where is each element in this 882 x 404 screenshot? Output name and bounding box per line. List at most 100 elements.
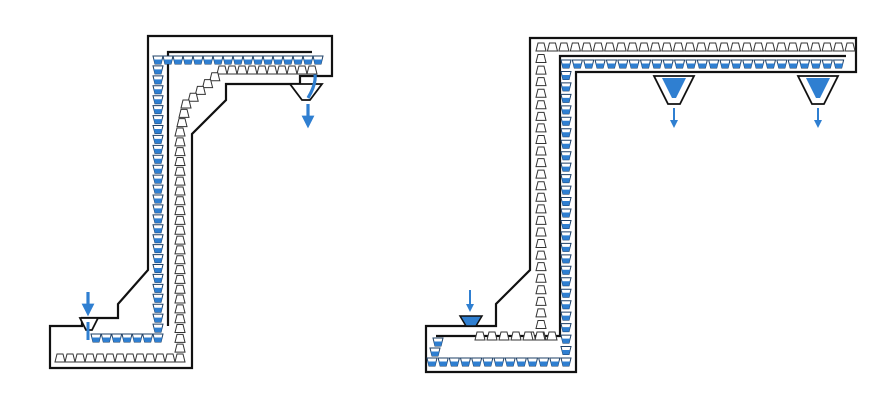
bucket-full <box>242 55 254 65</box>
bucket-empty <box>174 186 186 196</box>
bucket-full <box>172 55 184 65</box>
bucket-full <box>152 105 164 115</box>
bucket-empty <box>124 353 136 363</box>
bucket-full <box>152 303 164 313</box>
bucket-empty <box>174 206 186 216</box>
bucket-full <box>560 185 572 195</box>
bucket-empty <box>821 42 833 52</box>
bucket-empty <box>546 42 559 52</box>
bucket-full <box>152 224 164 234</box>
bucket-empty <box>718 42 730 52</box>
bucket-empty <box>535 273 547 283</box>
bucket-empty <box>201 79 214 89</box>
bucket-full <box>100 333 112 343</box>
bucket-full <box>90 333 102 343</box>
bucket-empty <box>134 353 146 363</box>
bucket-full <box>560 174 572 184</box>
bucket-full <box>571 59 584 69</box>
bucket-empty <box>174 147 186 157</box>
bucket-full <box>152 323 164 333</box>
bucket-empty <box>174 255 186 265</box>
bucket-full <box>560 300 572 310</box>
bucket-empty <box>535 296 547 306</box>
elevator-left-casing <box>48 34 334 370</box>
bucket-full <box>152 144 164 154</box>
bucket-full <box>560 288 572 298</box>
bucket-empty <box>174 235 186 245</box>
bucket-empty <box>752 42 765 52</box>
bucket-empty <box>581 42 593 52</box>
bucket-empty <box>486 331 498 341</box>
bucket-empty <box>174 156 186 166</box>
bucket-empty <box>174 353 186 363</box>
bucket-full <box>560 59 572 69</box>
bucket-full <box>152 125 164 134</box>
bucket-full <box>482 357 494 367</box>
bucket-empty <box>64 353 76 363</box>
bucket-empty <box>535 65 547 75</box>
bucket-full <box>538 357 550 367</box>
bucket-full <box>142 333 154 343</box>
bucket-full <box>742 59 754 69</box>
bucket-empty <box>174 274 186 284</box>
bucket-empty <box>236 65 248 75</box>
elevator-left-inner-wall <box>166 50 312 326</box>
bucket-full <box>560 346 572 356</box>
bucket-empty <box>174 196 186 206</box>
bucket-full <box>429 347 441 357</box>
bucket-empty <box>569 42 581 52</box>
bucket-full <box>753 59 765 69</box>
bucket-full <box>272 55 284 65</box>
bucket-full <box>312 55 324 65</box>
bucket-empty <box>535 215 547 225</box>
bucket-empty <box>174 314 186 324</box>
bucket-empty <box>535 285 547 295</box>
bucket-full <box>152 164 164 174</box>
bucket-empty <box>176 118 188 128</box>
bucket-full <box>560 242 572 252</box>
bucket-empty <box>246 65 258 75</box>
bucket-empty <box>266 65 278 75</box>
bucket-empty <box>174 265 186 275</box>
bucket-empty <box>535 42 547 52</box>
bucket-empty <box>510 331 522 341</box>
bucket-empty <box>144 353 156 363</box>
bucket-empty <box>522 331 534 341</box>
bucket-full <box>594 59 606 69</box>
bucket-full <box>152 184 164 194</box>
bucket-full <box>152 283 164 293</box>
bucket-full <box>432 337 444 347</box>
bucket-full <box>673 59 686 69</box>
bucket-empty <box>174 245 186 255</box>
elevator-right-discharge-hopper-1 <box>652 75 696 105</box>
bucket-empty <box>695 42 707 52</box>
bucket-empty <box>535 88 547 98</box>
bucket-full <box>448 357 460 367</box>
bucket-full <box>152 234 164 244</box>
bucket-empty <box>178 108 190 118</box>
bucket-full <box>560 277 572 287</box>
bucket-empty <box>164 353 176 363</box>
bucket-empty <box>832 42 845 52</box>
bucket-empty <box>775 42 787 52</box>
bucket-empty <box>54 353 66 363</box>
bucket-empty <box>638 42 650 52</box>
bucket-full <box>560 254 572 264</box>
bucket-empty <box>741 42 753 52</box>
bucket-empty <box>306 65 318 75</box>
bucket-empty <box>661 42 673 52</box>
elevator-right-buckets <box>426 42 856 367</box>
bucket-full <box>696 59 708 69</box>
bucket-empty <box>535 262 547 272</box>
bucket-full <box>560 82 572 92</box>
bucket-empty <box>615 42 627 52</box>
bucket-full <box>152 214 164 224</box>
bucket-full <box>182 55 194 65</box>
bucket-empty <box>174 166 186 176</box>
bucket-full <box>152 333 164 343</box>
bucket-empty <box>592 42 604 52</box>
bucket-full <box>719 59 731 69</box>
bucket-full <box>162 55 174 65</box>
bucket-full <box>152 55 164 65</box>
